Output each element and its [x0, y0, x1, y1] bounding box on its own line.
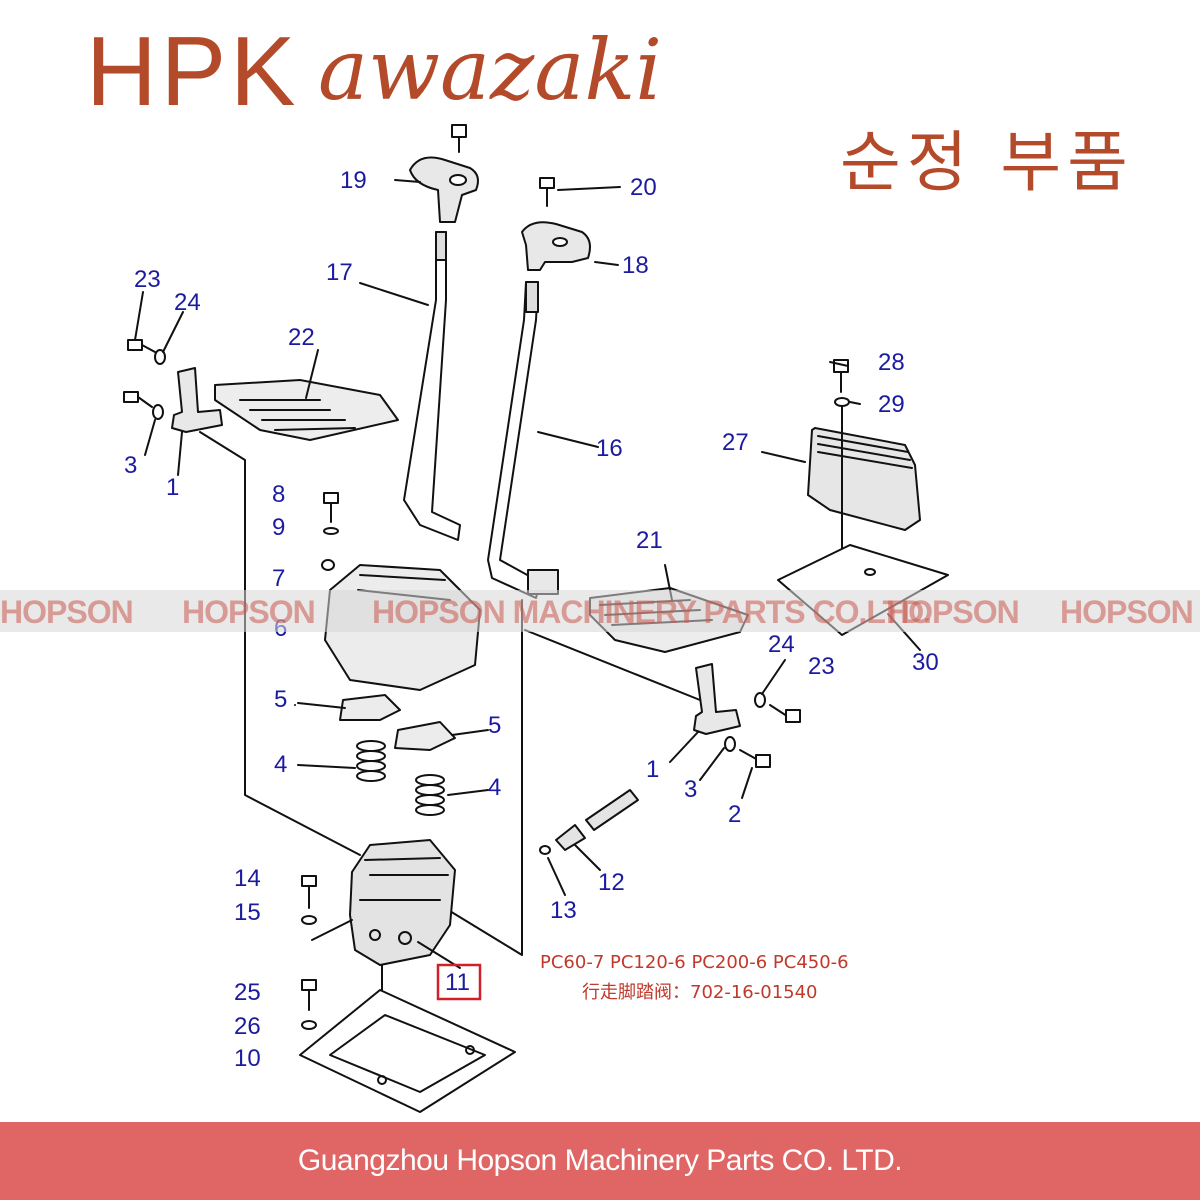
watermark-text: HOPSON MACHINERY PARTS CO.LTD.: [372, 594, 932, 630]
brand-logo-kawazaki: awazaki: [318, 21, 663, 119]
connector-line-center: [439, 599, 523, 956]
callout-24-left: 24: [174, 289, 201, 316]
watermark-text: HOPSON: [0, 594, 134, 630]
washer-3-right-part: [724, 736, 736, 752]
callout-29: 29: [878, 391, 905, 418]
callout-10: 10: [234, 1045, 261, 1072]
washer-24-right-part: [754, 692, 766, 708]
callout-7: 7: [272, 565, 285, 592]
callout-3-left: 3: [124, 452, 137, 479]
callout-4-right: 4: [488, 774, 501, 801]
callout-1-left: 1: [166, 474, 179, 501]
fitting-12-part: [555, 824, 586, 851]
callout-20: 20: [630, 174, 657, 201]
callout-16: 16: [596, 435, 623, 462]
bolt-25-part: [301, 979, 317, 1011]
callout-13: 13: [550, 897, 577, 924]
callout-5-left: 5: [274, 686, 287, 713]
callout-11: 11: [445, 969, 470, 996]
washer-9-part: [323, 527, 339, 535]
part-11-highlight-box: [436, 963, 482, 1001]
oring-13-part: [539, 845, 551, 855]
bolt-8-part: [323, 492, 339, 523]
callout-3-right: 3: [684, 776, 697, 803]
part-number-note: 行走脚踏阀：702-16-01540: [582, 982, 818, 1003]
watermark-text: HOPSON: [886, 594, 1020, 630]
callout-8: 8: [272, 481, 285, 508]
stem-part: [585, 789, 639, 831]
callout-9: 9: [272, 514, 285, 541]
callout-19: 19: [340, 167, 367, 194]
callout-5-right: 5: [488, 712, 501, 739]
lever-16-part: [487, 281, 541, 599]
washer-15-part: [301, 915, 317, 925]
callout-12: 12: [598, 869, 625, 896]
callout-1-right: 1: [646, 756, 659, 783]
washer-29-part: [834, 397, 850, 407]
bracket-1-left-part: [171, 367, 223, 433]
spring-4-right-part: [415, 774, 445, 816]
callout-18: 18: [622, 252, 649, 279]
bolt-23-left-part: [127, 339, 156, 353]
valve-body-11-part: [349, 839, 456, 966]
cap-5-left-part: [339, 694, 401, 721]
washer-24-left-part: [154, 349, 166, 365]
callout-26: 26: [234, 1013, 261, 1040]
callout-14: 14: [234, 865, 261, 892]
knob-19-part: [409, 156, 479, 223]
lever-17-part: [403, 231, 461, 541]
connector-line-right: [524, 629, 701, 701]
spring-4-left-part: [356, 740, 386, 782]
callout-4-left: 4: [274, 751, 287, 778]
model-list-note: PC60-7 PC120-6 PC200-6 PC450-6: [540, 952, 849, 973]
footer-company-name: Guangzhou Hopson Machinery Parts CO. LTD…: [297, 1144, 903, 1177]
callout-22: 22: [288, 324, 315, 351]
footer-bar: Guangzhou Hopson Machinery Parts CO. LTD…: [0, 1122, 1200, 1200]
callout-21: 21: [636, 527, 663, 554]
watermark-text: HOPSON: [1060, 594, 1194, 630]
callout-15: 15: [234, 899, 261, 926]
callout-24-right: 24: [768, 631, 795, 658]
callout-23-left: 23: [134, 266, 161, 293]
bolt-3-left-part: [123, 391, 153, 408]
washer-3-left-part: [152, 404, 164, 420]
brand-logo-hpk: HPK: [86, 16, 300, 126]
watermark-band: [0, 590, 1200, 632]
callout-2: 2: [728, 801, 741, 828]
washer-26-part: [301, 1020, 317, 1030]
cap-5-right-part: [394, 721, 456, 751]
callout-27: 27: [722, 429, 749, 456]
bolt-14-part: [301, 875, 317, 909]
watermark-text: HOPSON: [182, 594, 316, 630]
callout-28: 28: [878, 349, 905, 376]
genuine-parts-label: 순정 부품: [840, 124, 1134, 201]
callout-23-right: 23: [808, 653, 835, 680]
bolt-top-part: [451, 124, 467, 153]
callout-25: 25: [234, 979, 261, 1006]
bracket-1-right-part: [693, 663, 741, 735]
bolt-20-part: [539, 177, 555, 207]
bolt-23-right-part: [769, 704, 801, 723]
callout-30: 30: [912, 649, 939, 676]
callout-17: 17: [326, 259, 353, 286]
plate-10-part: [299, 989, 516, 1113]
nut-7-part: [321, 559, 335, 571]
bolt-2-part: [739, 749, 771, 768]
